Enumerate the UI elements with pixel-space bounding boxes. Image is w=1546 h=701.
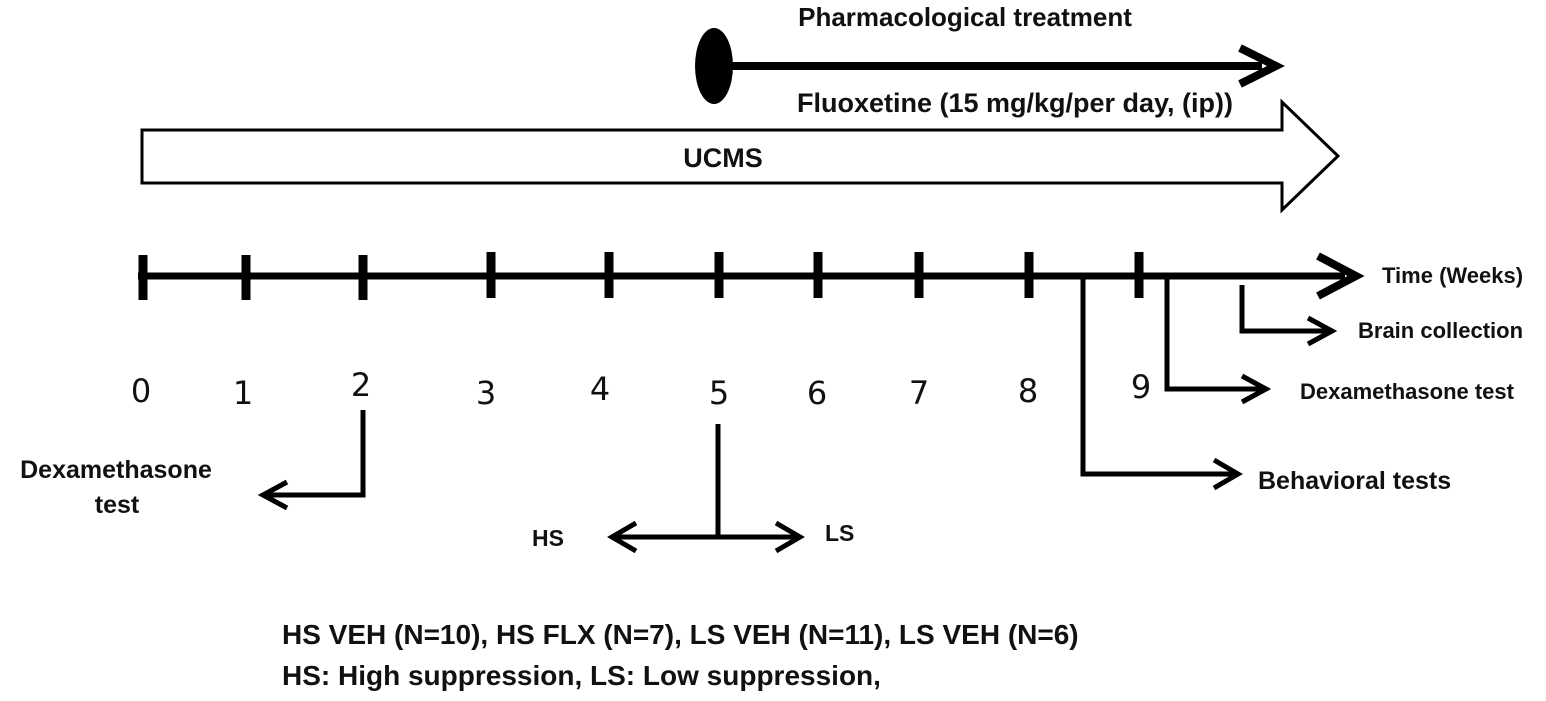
dexamethasone-week2-label-line2: test bbox=[95, 491, 140, 519]
week-label: 1 bbox=[233, 374, 253, 412]
week-label: 6 bbox=[807, 374, 827, 412]
week-label: 7 bbox=[909, 374, 929, 412]
ls-label: LS bbox=[825, 520, 854, 546]
brain-collection-label: Brain collection bbox=[1358, 318, 1523, 343]
treatment-arrow bbox=[730, 44, 1285, 88]
group-sizes-note: HS VEH (N=10), HS FLX (N=7), LS VEH (N=1… bbox=[282, 619, 1079, 650]
week-label: 2 bbox=[351, 366, 371, 404]
dexamethasone-week9-label: Dexamethasone test bbox=[1300, 379, 1515, 404]
behavioral-tests-arrow bbox=[1080, 276, 1243, 491]
week-label: 0 bbox=[131, 372, 151, 410]
week-label: 3 bbox=[476, 374, 496, 412]
brain-collection-arrow bbox=[1239, 285, 1338, 347]
time-axis bbox=[138, 252, 1365, 300]
hs-label: HS bbox=[532, 525, 564, 551]
week-label: 9 bbox=[1131, 368, 1151, 406]
ucms-label: UCMS bbox=[683, 143, 763, 173]
time-axis-label: Time (Weeks) bbox=[1382, 263, 1523, 288]
treatment-title: Pharmacological treatment bbox=[798, 2, 1132, 32]
drug-label: Fluoxetine (15 mg/kg/per day, (ip)) bbox=[797, 88, 1233, 118]
ucms-arrow bbox=[140, 98, 1341, 214]
hs-ls-split-arrow bbox=[607, 424, 805, 554]
dexamethasone-week2-label-line1: Dexamethasone bbox=[20, 456, 212, 484]
behavioral-tests-label: Behavioral tests bbox=[1258, 467, 1451, 495]
abbreviation-legend: HS: High suppression, LS: Low suppressio… bbox=[282, 660, 881, 691]
dexamethasone-week2-arrow bbox=[257, 410, 366, 511]
dexamethasone-week9-arrow bbox=[1164, 276, 1272, 405]
week-label: 5 bbox=[709, 374, 729, 412]
week-label: 4 bbox=[590, 370, 610, 408]
week-label: 8 bbox=[1018, 372, 1038, 410]
treatment-start-marker bbox=[695, 28, 733, 104]
